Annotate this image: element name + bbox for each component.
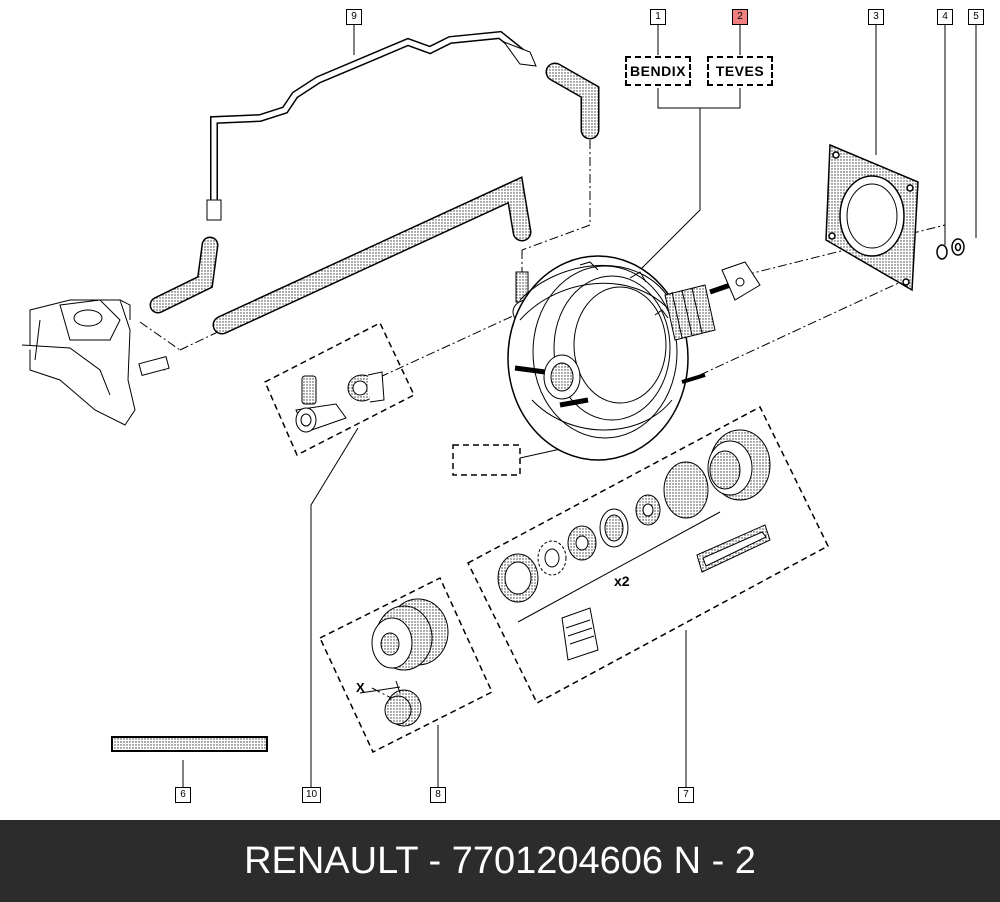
seal-dimension-label: X xyxy=(356,680,365,695)
seal-kit-7 xyxy=(497,429,771,661)
group-box-10 xyxy=(264,321,415,457)
booster-gasket-3 xyxy=(825,143,919,292)
brake-booster xyxy=(507,255,706,461)
unlabeled-box xyxy=(452,444,521,476)
group-box-8 xyxy=(319,576,493,754)
filter-kit-8 xyxy=(359,598,449,727)
pushrod-bellows xyxy=(664,261,761,341)
kit-group-boxes xyxy=(264,321,829,754)
valve-elbow-kit-10 xyxy=(295,371,385,433)
callout-4[interactable]: 4 xyxy=(937,9,953,25)
part-number-footer: RENAULT - 7701204606 N - 2 xyxy=(0,820,1000,902)
callout-9[interactable]: 9 xyxy=(346,9,362,25)
callout-7[interactable]: 7 xyxy=(678,787,694,803)
rubber-hoses xyxy=(149,62,600,335)
intake-manifold xyxy=(21,299,166,426)
callout-6[interactable]: 6 xyxy=(175,787,191,803)
callout-5[interactable]: 5 xyxy=(968,9,984,25)
group-box-7 xyxy=(467,405,829,705)
callout-3[interactable]: 3 xyxy=(868,9,884,25)
vacuum-hose-9 xyxy=(206,30,537,221)
sealing-strip-6 xyxy=(111,736,268,752)
leader-lines xyxy=(182,25,977,787)
kit-quantity-label: x2 xyxy=(614,573,630,589)
callout-2[interactable]: 2 xyxy=(732,9,748,25)
callout-1[interactable]: 1 xyxy=(650,9,666,25)
callout-8[interactable]: 8 xyxy=(430,787,446,803)
washers-4-5 xyxy=(936,238,965,260)
variant-teves: TEVES xyxy=(707,56,773,86)
brake-booster-exploded-diagram xyxy=(21,25,977,787)
callout-10[interactable]: 10 xyxy=(302,787,321,803)
manifold-nipple xyxy=(138,355,170,377)
variant-bendix: BENDIX xyxy=(625,56,691,86)
